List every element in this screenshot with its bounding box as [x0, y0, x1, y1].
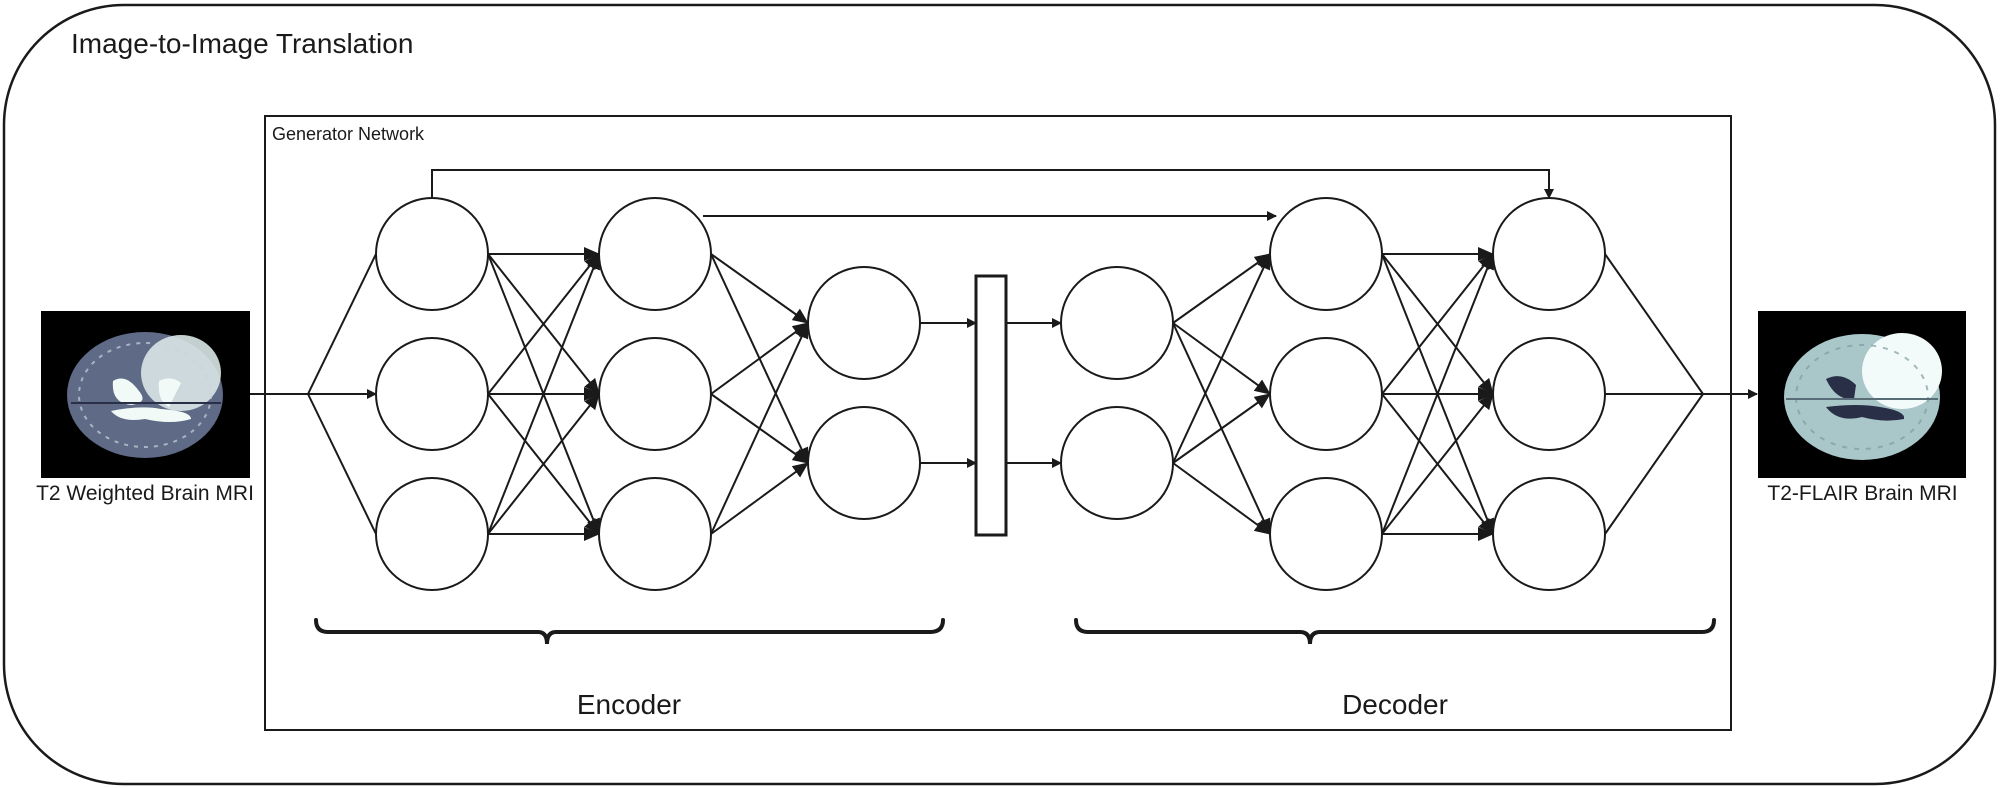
generator-network-label: Generator Network: [272, 124, 425, 144]
decoder-edge: [1172, 462, 1271, 535]
node-enc1-3: [375, 477, 489, 591]
bottleneck-layer: [974, 274, 1008, 537]
output-fan-edge: [1604, 393, 1704, 535]
node-enc1-2: [375, 337, 489, 451]
output-caption: T2-FLAIR Brain MRI: [1767, 482, 1958, 505]
node-dec3-1: [1492, 197, 1606, 311]
output-fan-edge: [1604, 253, 1704, 395]
decoder-edge: [1381, 393, 1494, 535]
encoder-brace: [314, 618, 945, 645]
node-enc2-3: [598, 477, 712, 591]
outer-container: [2, 3, 1997, 786]
skip-connection-enc1-dec3: [431, 169, 1554, 199]
encoder-label: Encoder: [577, 689, 681, 720]
node-enc3-1: [807, 266, 921, 380]
connection-edges: [250, 169, 1758, 541]
node-dec1-2: [1060, 406, 1174, 520]
decoder-edge: [1381, 253, 1494, 535]
node-dec2-3: [1269, 477, 1383, 591]
input-fan-edge: [307, 393, 377, 535]
decoder-label: Decoder: [1342, 689, 1448, 720]
brain-mri-flair-icon: [1784, 333, 1942, 460]
diagram-title: Image-to-Image Translation: [71, 28, 413, 59]
encoder-edge: [487, 393, 600, 535]
brain-mri-t2-icon: [67, 332, 223, 458]
encoder-edge: [710, 322, 809, 535]
node-dec3-2: [1492, 337, 1606, 451]
node-enc3-2: [807, 406, 921, 520]
generator-network-box: [264, 115, 1732, 731]
node-enc1-1: [375, 197, 489, 311]
node-enc2-1: [598, 197, 712, 311]
encoder-edge: [710, 253, 809, 324]
decoder-edge: [1172, 253, 1271, 324]
encoder-edge: [487, 253, 600, 535]
decoder-edge: [1172, 393, 1271, 464]
decoder-edge: [1172, 253, 1271, 464]
output-mri-image: [1758, 311, 1966, 478]
input-caption: T2 Weighted Brain MRI: [36, 482, 254, 505]
encoder-edge: [710, 322, 809, 395]
encoder-edge: [487, 253, 600, 395]
node-dec3-3: [1492, 477, 1606, 591]
node-dec1-1: [1060, 266, 1174, 380]
node-enc2-2: [598, 337, 712, 451]
decoder-brace: [1074, 618, 1716, 645]
node-dec2-2: [1269, 337, 1383, 451]
decoder-edge: [1381, 253, 1494, 395]
node-dec2-1: [1269, 197, 1383, 311]
input-fan-edge: [307, 253, 377, 395]
input-mri-image: [41, 311, 250, 478]
encoder-edge: [710, 462, 809, 535]
network-nodes: [375, 197, 1606, 591]
